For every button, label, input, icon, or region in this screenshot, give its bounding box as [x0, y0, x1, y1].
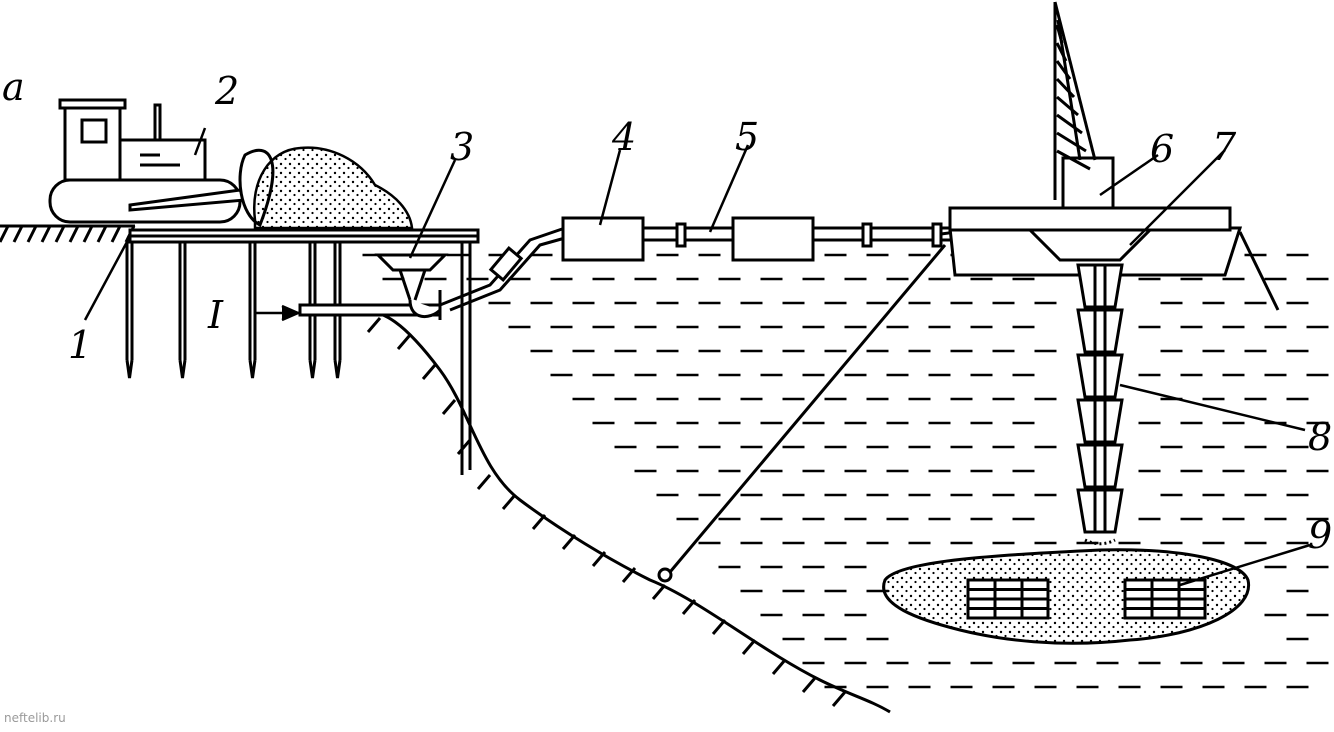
- shore-ground: [0, 224, 136, 243]
- pipe-section-icon: [561, 206, 1051, 262]
- callout-3: 3: [450, 125, 474, 169]
- callout-1: 1: [68, 323, 92, 367]
- callout-4: 4: [611, 115, 636, 159]
- panel-letter: a: [2, 65, 25, 109]
- callout-2: 2: [214, 69, 239, 113]
- hopper-icon: [374, 226, 566, 320]
- crane-icon: [1053, 1, 1115, 210]
- water-body: [362, 253, 1329, 689]
- callout-5: 5: [735, 115, 759, 159]
- callout-8: 8: [1308, 415, 1332, 459]
- bulldozer-icon: [48, 98, 275, 228]
- pier-icon: [125, 228, 480, 475]
- tremie-pipe-icon: [1026, 228, 1154, 534]
- leader-lines: [83, 127, 1311, 587]
- arrow-label: I: [207, 293, 224, 337]
- callout-7: 7: [1212, 125, 1237, 169]
- seabed-icon: [349, 309, 891, 714]
- callout-9: 9: [1308, 513, 1332, 557]
- rock-pile-icon: [252, 146, 414, 230]
- labels: a 1 2 3 4 5 6 7 8 9 I neftelib.ru: [2, 65, 1332, 725]
- concrete-mass-icon: [882, 538, 1251, 645]
- watermark: neftelib.ru: [4, 711, 66, 725]
- callout-6: 6: [1150, 127, 1174, 171]
- barge-icon: [657, 206, 1280, 583]
